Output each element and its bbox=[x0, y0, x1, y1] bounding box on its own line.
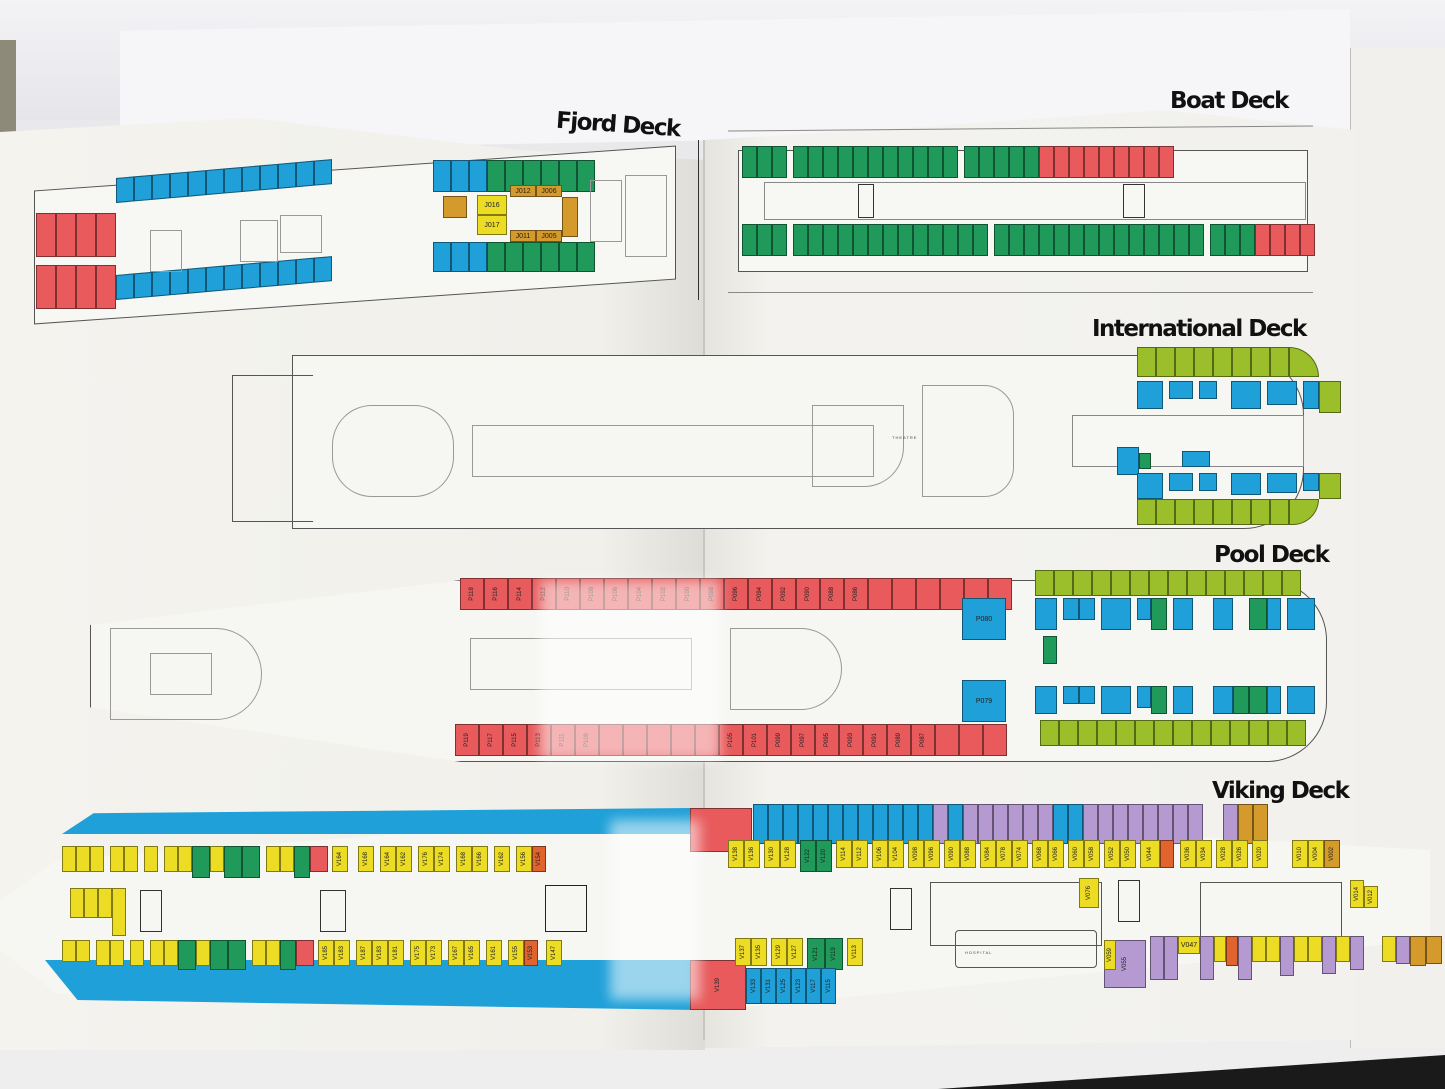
international-top-row bbox=[1137, 347, 1319, 377]
international-cabin-green bbox=[1139, 453, 1151, 469]
pool-forward-mid-top bbox=[1035, 598, 1315, 630]
boat-bottom-row bbox=[742, 224, 1315, 256]
viking-aft-mid bbox=[70, 888, 126, 936]
deck-plan-boat[interactable] bbox=[698, 120, 1318, 300]
international-cabin-3035 bbox=[1117, 447, 1139, 475]
fjord-aft-red-bottom bbox=[36, 265, 116, 309]
photo-glare bbox=[610, 820, 700, 1000]
pool-inner-blue-bottom: P079 bbox=[962, 680, 1006, 722]
fjord-cabin-j016[interactable]: J016 bbox=[477, 195, 507, 215]
international-inner-bottom bbox=[1137, 473, 1341, 499]
deck-title-viking: Viking Deck bbox=[1212, 778, 1350, 804]
viking-cabin-v014[interactable]: V014 bbox=[1350, 880, 1364, 908]
pool-inner-blue-top: P080 bbox=[962, 598, 1006, 640]
pool-forward-mid-bottom bbox=[1035, 686, 1315, 714]
fjord-cabin-j011[interactable]: J011 bbox=[510, 230, 536, 242]
photo-glare bbox=[540, 580, 720, 760]
viking-fwd-top-outer bbox=[753, 804, 1268, 844]
deck-title-pool: Pool Deck bbox=[1214, 542, 1330, 568]
deck-title-boat: Boat Deck bbox=[1170, 88, 1289, 114]
viking-cabin-v012[interactable]: V012 bbox=[1364, 886, 1378, 908]
pool-forward-bottom bbox=[1040, 720, 1306, 746]
viking-aft-top-blue-band bbox=[62, 808, 692, 834]
hospital-label: HOSPITAL bbox=[965, 950, 993, 955]
boat-top-row bbox=[742, 146, 1174, 178]
fjord-cabin-orange-side bbox=[562, 197, 578, 237]
deck-title-international: International Deck bbox=[1092, 316, 1307, 342]
pool-cabin-green bbox=[1043, 636, 1057, 664]
deck-plan-international[interactable]: THEATRE bbox=[232, 345, 1341, 535]
pool-bottom-row: P119P117P115P113P111P109P105P101P099P097… bbox=[455, 724, 1007, 756]
fjord-cabin-j012[interactable]: J012 bbox=[510, 185, 536, 197]
fjord-cabin-j006[interactable]: J006 bbox=[536, 185, 562, 197]
viking-cabin-v076[interactable]: V076 bbox=[1079, 878, 1099, 908]
fjord-blue-fwd-bottom bbox=[433, 242, 595, 272]
viking-fwd-bottom-purple: V047 bbox=[1150, 936, 1442, 980]
viking-cabin-v059[interactable]: V059 bbox=[1104, 940, 1116, 970]
theatre-label: THEATRE bbox=[892, 435, 918, 440]
international-inner-top bbox=[1137, 381, 1341, 413]
fjord-cabin-j017[interactable]: J017 bbox=[477, 215, 507, 235]
fjord-aft-red-top bbox=[36, 213, 116, 257]
fjord-cabin-orange bbox=[443, 196, 467, 218]
pool-forward-top bbox=[1035, 570, 1301, 596]
international-bottom-row bbox=[1137, 499, 1319, 525]
background-edge bbox=[0, 40, 16, 150]
deck-plan-fjord[interactable]: J016 J017 J012 J006 J011 J005 bbox=[30, 145, 690, 325]
fjord-cabin-j005[interactable]: J005 bbox=[536, 230, 562, 242]
international-cabin-3039 bbox=[1182, 451, 1210, 467]
